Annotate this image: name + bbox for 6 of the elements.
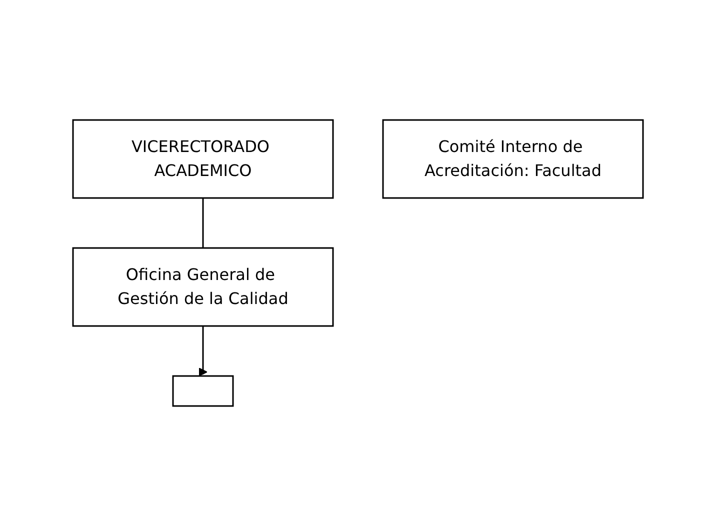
arrow — [198, 324, 207, 376]
connector — [202, 196, 204, 248]
node-box: VICERECTORADO ACADEMICO — [72, 118, 334, 198]
node-box: Oficina General de Gestión de la Calidad — [72, 246, 334, 326]
node-box — [172, 374, 234, 406]
node-box: Comité Interno de Acreditación: Facultad — [382, 118, 644, 198]
